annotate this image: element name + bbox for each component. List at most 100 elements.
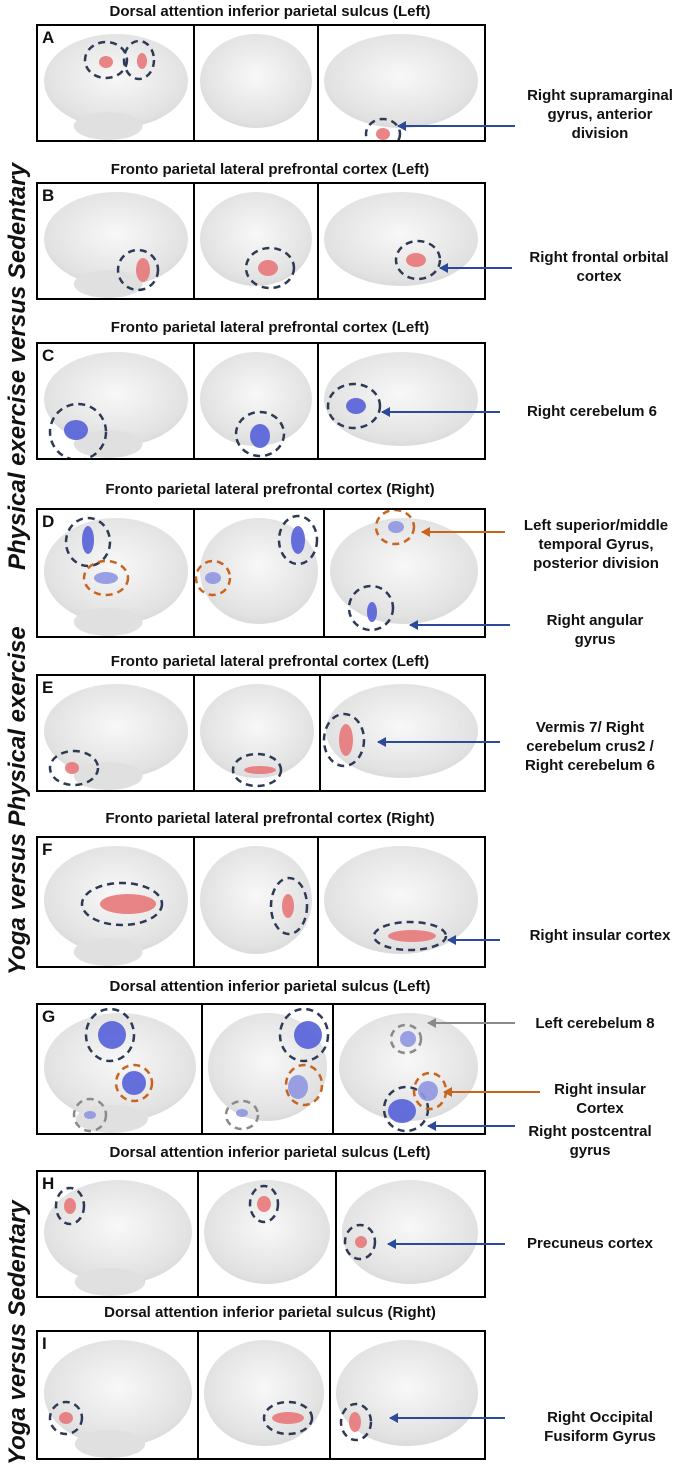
annotation-right-cerebelum-6: Right cerebelum 6: [526, 403, 658, 420]
panel-c: C: [36, 342, 486, 460]
brain-views: [44, 676, 478, 790]
activation-blob: [94, 572, 118, 584]
brain-axial-view: [324, 34, 478, 128]
brain-cerebellum-shape: [73, 430, 143, 458]
panel-b: B: [36, 182, 486, 300]
activation-blob: [205, 572, 221, 584]
annotation-vermis: Vermis 7/ Right cerebelum crus2 / Right …: [524, 719, 656, 774]
activation-blob: [98, 1021, 126, 1049]
activation-blob: [288, 1075, 308, 1099]
annotation-right-supramarginal: Right supramarginal gyrus, anterior divi…: [527, 87, 673, 142]
roi-dashed-circle: [372, 920, 448, 952]
roi-dashed-circle: [262, 1400, 314, 1436]
side-word: versus: [4, 833, 31, 911]
side-word: Physical: [4, 729, 31, 827]
roi-dashed-circle: [389, 1023, 423, 1055]
roi-dashed-circle: [122, 39, 156, 81]
brain-cerebellum-shape: [73, 938, 143, 966]
activation-blob: [400, 1031, 416, 1047]
activation-blob: [99, 56, 113, 68]
panel-f: F: [36, 836, 486, 968]
panel-letter: H: [42, 1174, 55, 1193]
roi-dashed-circle: [234, 410, 286, 458]
roi-dashed-circle: [114, 1063, 154, 1103]
annotation-right-frontal-orbital: Right frontal orbital cortex: [529, 249, 669, 285]
brain-views: [44, 344, 478, 458]
brain-cerebellum-shape: [74, 1268, 146, 1296]
roi-dashed-circle: [322, 712, 366, 768]
activation-blob: [59, 1412, 73, 1424]
annotation-right-postcentral: Right postcentral gyrus: [528, 1123, 652, 1159]
brain-sagittal-view: [44, 518, 188, 624]
brain-sagittal-view: [44, 1013, 196, 1121]
roi-dashed-circle: [364, 117, 402, 140]
activation-blob: [272, 1412, 304, 1424]
brain-coronal-view: [200, 192, 312, 286]
brain-coronal-view: [200, 684, 314, 778]
annotation-right-insular: Right insular cortex: [529, 927, 671, 944]
brain-views: [44, 26, 478, 140]
activation-blob: [100, 894, 156, 914]
annotation-right-occipital-fusiform: Right Occipital Fusiform Gyrus: [544, 1409, 656, 1445]
activation-blob: [236, 1109, 248, 1117]
panel-letter: C: [42, 346, 55, 365]
brain-axial-view: [326, 684, 478, 778]
activation-blob: [418, 1081, 438, 1101]
roi-dashed-circle: [231, 752, 283, 788]
panel-letter: A: [42, 28, 55, 47]
panel-i: I: [36, 1330, 486, 1460]
panel-letter: F: [42, 840, 53, 859]
brain-axial-view: [324, 846, 478, 954]
side-label-yoga-vs-sedentary: Yoga versus Sedentary: [4, 1200, 32, 1465]
roi-dashed-circle: [277, 514, 319, 566]
roi-dashed-circle: [394, 239, 442, 281]
panel-a: A: [36, 24, 486, 142]
roi-dashed-circle: [269, 876, 309, 936]
roi-dashed-circle: [64, 516, 112, 568]
activation-blob: [250, 424, 270, 448]
brain-cerebellum-shape: [73, 112, 143, 140]
annotation-precuneus: Precuneus cortex: [527, 1235, 653, 1252]
panel-h-title: Dorsal attention inferior parietal sulcu…: [109, 1144, 431, 1161]
side-label-yoga-vs-physical: Yoga versus Physical exercise: [4, 626, 32, 975]
activation-blob: [388, 1099, 416, 1123]
roi-dashed-circle: [278, 1007, 330, 1063]
side-word: Physical: [4, 472, 31, 570]
brain-coronal-view: [200, 846, 312, 954]
panel-letter: D: [42, 512, 55, 531]
panel-letter: G: [42, 1007, 56, 1026]
panel-letter: B: [42, 186, 55, 205]
activation-blob: [346, 398, 366, 414]
side-word: Sedentary: [4, 1200, 31, 1317]
panel-d: D: [36, 508, 486, 638]
brain-cerebellum-shape: [75, 1105, 148, 1133]
roi-dashed-circle: [339, 1402, 373, 1442]
roi-dashed-circle: [83, 40, 129, 80]
annotation-left-cerebelum-8: Left cerebelum 8: [535, 1015, 655, 1032]
brain-cerebellum-shape: [73, 608, 143, 636]
panel-h: H: [36, 1170, 486, 1298]
roi-dashed-circle: [84, 1007, 136, 1063]
annotation-right-insular-cortex: Right insular Cortex: [554, 1081, 646, 1117]
side-word: exercise: [4, 626, 31, 723]
panel-letter: I: [42, 1334, 47, 1353]
activation-blob: [258, 260, 278, 276]
activation-blob: [355, 1236, 367, 1248]
panel-d-title: Fronto parietal lateral prefrontal corte…: [105, 481, 435, 498]
activation-blob: [388, 930, 436, 942]
brain-views: [44, 510, 478, 636]
brain-views: [44, 184, 478, 298]
roi-dashed-circle: [72, 1097, 108, 1133]
brain-views: [44, 1172, 478, 1296]
side-word: versus: [4, 285, 31, 364]
panel-a-title: Dorsal attention inferior parietal sulcu…: [109, 3, 431, 20]
panel-letter: E: [42, 678, 54, 697]
activation-blob: [64, 1198, 76, 1214]
brain-coronal-view: [204, 1180, 330, 1284]
brain-axial-view: [330, 518, 478, 624]
activation-blob: [367, 602, 377, 622]
activation-blob: [282, 894, 294, 918]
activation-blob: [349, 1412, 361, 1432]
brain-views: [44, 838, 478, 966]
roi-dashed-circle: [194, 559, 232, 597]
